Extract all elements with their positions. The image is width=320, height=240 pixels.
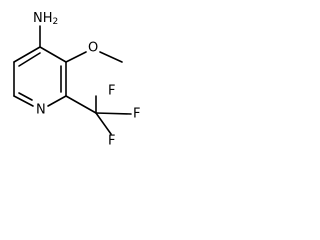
ring-bond-c5-c4	[13, 46, 41, 63]
ring-bond-c2-n1	[47, 95, 67, 107]
ring-bond-n1-c6-inner	[18, 92, 33, 101]
ring-bond-c4-c3	[39, 46, 67, 63]
amino-label: NH2	[33, 11, 58, 28]
ring-nitrogen-label: N	[36, 103, 46, 118]
methoxy-bond-c3-o	[65, 51, 87, 63]
cf3-bond-c2-c	[65, 95, 97, 114]
cf3-bond-f-right	[95, 112, 132, 115]
pyridine-structure-diagram: NH2 O N F F F	[13, 11, 140, 149]
fluorine-right-label: F	[133, 107, 140, 122]
ring-bond-c5-c4-inner	[18, 52, 41, 67]
fluorine-bottom-label: F	[108, 134, 115, 149]
amino-subscript: 2	[53, 17, 59, 27]
methoxy-bond-o-ch3	[99, 51, 123, 63]
ring-bond-n1-c6	[13, 95, 34, 107]
fluorine-top-label: F	[108, 84, 115, 99]
methoxy-oxygen-label: O	[88, 41, 98, 56]
cf3-bond-f-bottom	[95, 112, 112, 135]
